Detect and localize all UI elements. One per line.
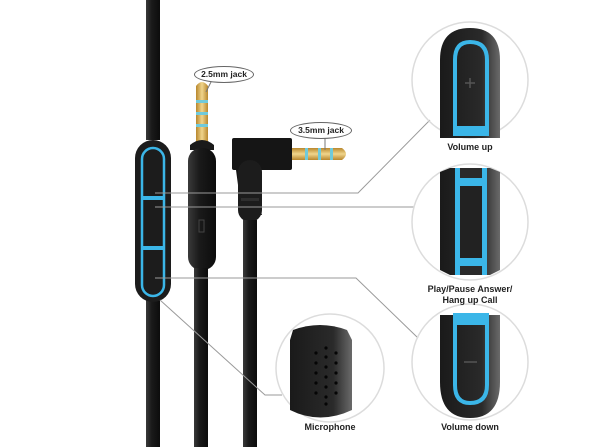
label-volume-down: Volume down <box>441 422 499 432</box>
leader-volume-down <box>155 277 419 339</box>
magnifier-rings <box>275 21 529 423</box>
inline-remote <box>135 140 171 302</box>
plus-icon <box>465 78 475 88</box>
volume-down-button-detail <box>440 313 500 418</box>
leader-microphone <box>159 299 282 396</box>
microphone-detail <box>290 325 352 418</box>
main-cable <box>146 0 160 447</box>
label-play-pause-line2: Hang up Call <box>442 295 498 305</box>
leader-lines <box>155 119 431 396</box>
volume-up-button-detail <box>440 28 500 138</box>
label-play-pause-line1: Play/Pause Answer/ <box>427 284 513 294</box>
leader-volume-up <box>155 119 431 194</box>
label-3-5mm-jack: 3.5mm jack <box>290 122 352 139</box>
label-2-5mm-jack: 2.5mm jack <box>194 66 254 83</box>
play-pause-button-detail <box>440 168 500 275</box>
label-volume-up: Volume up <box>447 142 493 152</box>
label-microphone: Microphone <box>304 422 356 432</box>
microphone-holes-icon <box>314 346 338 406</box>
jack-2-5mm <box>188 82 216 447</box>
